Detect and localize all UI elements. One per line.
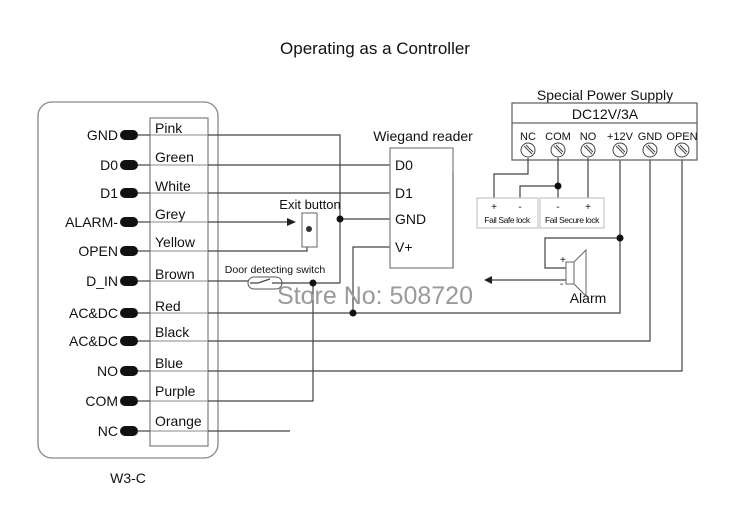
exit-button-icon: [306, 226, 312, 232]
wire-pink: [208, 134, 341, 283]
lock-terminal: -: [518, 202, 521, 213]
controller-terminal-label: D_IN: [86, 273, 118, 289]
psu-terminal-label: NO: [580, 131, 597, 143]
wire-black: [208, 160, 651, 342]
reader-pin-gnd: GND: [395, 211, 426, 227]
wires: [208, 134, 683, 432]
lock-terminal: +: [585, 202, 591, 213]
terminal-screw-icon: [120, 160, 138, 170]
wire-label-strip: [149, 117, 209, 447]
terminal-screw-icon: [120, 308, 138, 318]
wire-color-label: Pink: [155, 120, 183, 136]
terminal-screw-icon: [120, 336, 138, 346]
diagram-title: Operating as a Controller: [280, 39, 470, 58]
wire-color-label: Yellow: [155, 234, 196, 250]
wiegand-reader: Wiegand reader D0 D1 GND V+: [373, 128, 473, 269]
wire-color-label: White: [155, 178, 191, 194]
alarm: + - Alarm: [484, 234, 624, 306]
junction-dot: [349, 309, 357, 317]
wire-color-label: Black: [155, 324, 190, 340]
controller-body: [37, 101, 219, 459]
wire-vplus: [352, 246, 390, 313]
fail-secure-label: Fail Secure lock: [545, 215, 600, 225]
junction-dot: [554, 182, 562, 190]
controller-terminal-label: NO: [97, 363, 118, 379]
alarm-plus: +: [560, 255, 566, 266]
reader-pin-d1: D1: [395, 185, 413, 201]
fail-safe-label: Fail Safe lock: [484, 215, 531, 225]
terminal-screw-icon: [120, 246, 138, 256]
wire-nc-lock: [493, 158, 529, 202]
reader-body: [389, 147, 454, 269]
terminal-screw-icon: [120, 276, 138, 286]
psu-terminal-label: COM: [545, 131, 571, 143]
exit-button: Exit button: [279, 197, 341, 248]
power-supply: Special Power Supply DC12V/3A NC COM NO +12…: [511, 87, 698, 161]
controller-terminal-label: ALARM-: [65, 214, 118, 230]
lock-terminal: -: [556, 202, 559, 213]
controller-terminal-label: NC: [98, 423, 118, 439]
switch-contact-icon: [250, 278, 283, 284]
psu-terminal-label: +12V: [607, 131, 634, 143]
door-switch: Door detecting switch: [225, 264, 326, 290]
wire-yellow: [208, 247, 308, 252]
wire-color-label: Brown: [155, 266, 195, 282]
controller-terminal-label: OPEN: [78, 243, 118, 259]
junction-dot: [336, 215, 344, 223]
alarm-label: Alarm: [570, 290, 607, 306]
psu-title: Special Power Supply: [537, 87, 673, 103]
wire-color-label: Red: [155, 298, 181, 314]
junction-dot: [616, 234, 624, 242]
psu-terminal-label: NC: [520, 131, 536, 143]
wire-alarm-plus: [544, 237, 620, 269]
alarm-minus: -: [560, 279, 563, 290]
psu-body: [511, 102, 698, 161]
lock-terminal: +: [491, 202, 497, 213]
exit-button-label: Exit button: [279, 197, 340, 212]
controller-terminal-label: D0: [100, 157, 118, 173]
controller-terminal-label: AC&DC: [69, 305, 118, 321]
reader-pin-vplus: V+: [395, 239, 413, 255]
arrow-icon: [484, 276, 492, 284]
wire-color-label: Blue: [155, 355, 183, 371]
terminal-screw-icon: [120, 217, 138, 227]
speaker-icon: [565, 261, 575, 285]
psu-terminal-label: OPEN: [666, 131, 697, 143]
controller-terminal-label: AC&DC: [69, 333, 118, 349]
door-switch-label: Door detecting switch: [225, 264, 326, 276]
wire-red: [208, 160, 621, 314]
fail-safe-lock: [476, 197, 539, 229]
terminal-screw-icon: [120, 426, 138, 436]
wire-color-label: Green: [155, 149, 194, 165]
lock-wiring: + - - + Fail Safe lock Fail Secure lock: [476, 158, 605, 229]
controller-model: W3-C: [110, 470, 146, 486]
wire-purple: [208, 283, 314, 402]
wire-color-label: Purple: [155, 383, 196, 399]
wire-blue: [208, 160, 683, 372]
fail-secure-lock: [539, 197, 605, 229]
terminal-screw-icon: [120, 396, 138, 406]
wire-color-label: Grey: [155, 206, 185, 222]
arrow-icon: [287, 218, 296, 226]
wire-com-lock: [519, 158, 559, 202]
controller-terminal-label: D1: [100, 185, 118, 201]
psu-rating: DC12V/3A: [572, 106, 639, 122]
reader-pin-d0: D0: [395, 157, 413, 173]
terminal-screw-icon: [120, 130, 138, 140]
speaker-cone-icon: [573, 248, 587, 298]
terminal-screw-icon: [120, 366, 138, 376]
watermark: Store No: 508720: [277, 282, 473, 310]
controller-terminal-label: GND: [87, 127, 118, 143]
wire-color-label: Orange: [155, 413, 202, 429]
terminal-screw-icon: [120, 188, 138, 198]
reader-title: Wiegand reader: [373, 128, 473, 144]
controller-terminal-label: COM: [85, 393, 118, 409]
psu-terminal-label: GND: [638, 131, 663, 143]
junction-dot: [309, 279, 317, 287]
